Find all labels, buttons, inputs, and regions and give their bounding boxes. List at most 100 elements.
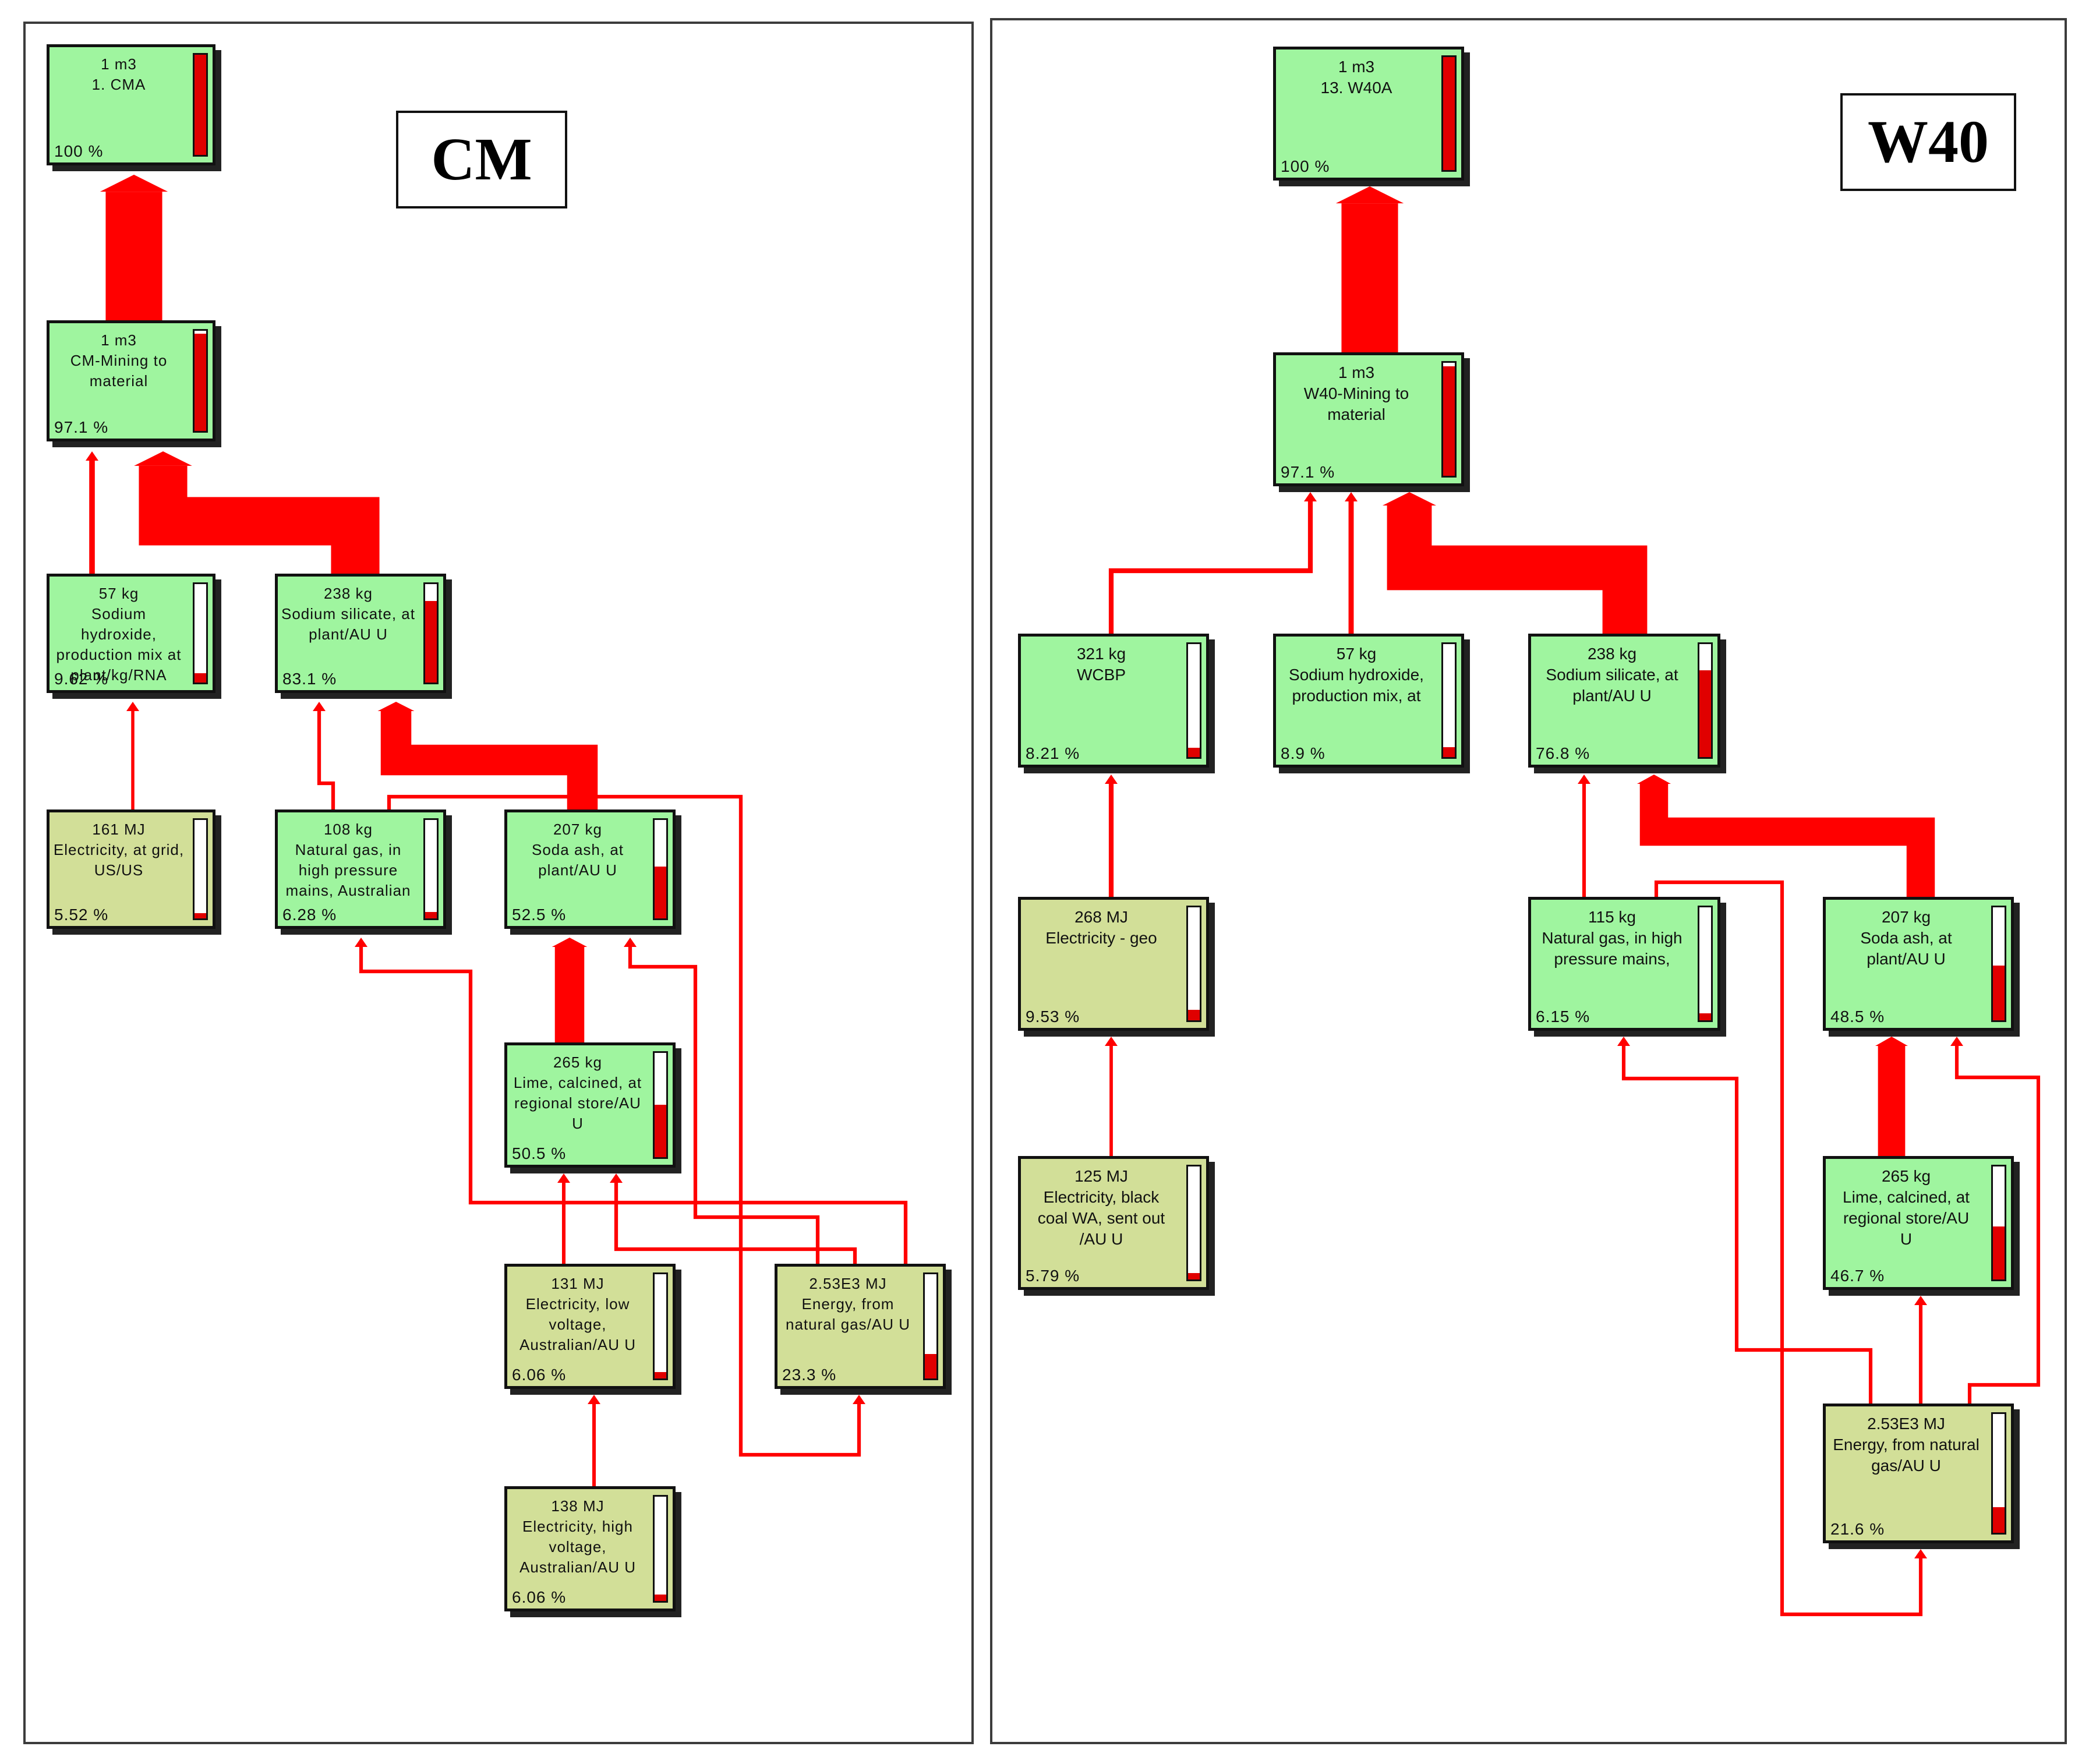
node-bar (1186, 906, 1201, 1022)
node-pct: 6.06 % (512, 1588, 567, 1606)
flow-arrowhead-w40-lime-to-soda (1875, 1037, 1908, 1046)
node-sodium-hydroxide-w40[interactable]: 57 kg Sodium hydroxide, production mix, … (1273, 634, 1464, 768)
node-bar-fill (1443, 57, 1455, 170)
node-qty: 2.53E3 MJ (809, 1275, 887, 1292)
node-qty: 108 kg (323, 821, 373, 838)
node-bar-fill (195, 334, 206, 431)
node-electricity-high-voltage[interactable]: 138 MJ Electricity, high voltage, Austra… (504, 1486, 676, 1611)
node-electricity-low-voltage[interactable]: 131 MJ Electricity, low voltage, Austral… (504, 1264, 676, 1389)
node-pct: 6.06 % (512, 1366, 567, 1384)
flow-arrowhead-w40-energy_ng-to-lime (1914, 1296, 1927, 1305)
node-bar-fill (925, 1354, 936, 1378)
flow-arrowhead-w40-elec_coal-to-elec_geo (1105, 1037, 1118, 1046)
node-qty: 138 MJ (551, 1497, 605, 1515)
node-name: 1. CMA (91, 76, 146, 93)
node-electricity-geo[interactable]: 268 MJ Electricity - geo 9.53 % (1018, 897, 1209, 1031)
node-sodium-hydroxide[interactable]: 57 kg Sodium hydroxide, production mix a… (47, 574, 215, 693)
flow-arrowhead-cm-elec_high-to-elec_low (588, 1395, 600, 1404)
flow-arrowhead-w40-wcbp-to-w40_mining (1304, 492, 1317, 501)
flow-arrowhead-w40-naoh-to-w40_mining (1345, 492, 1358, 501)
node-pct: 9.53 % (1026, 1008, 1080, 1026)
flow-line-cm-soda-to-silicate (380, 711, 598, 809)
node-bar (1441, 55, 1457, 172)
node-bar (653, 1495, 668, 1603)
node-qty: 161 MJ (92, 821, 146, 838)
node-bar (653, 818, 668, 920)
node-name: Electricity, low voltage, Australian/AU … (519, 1295, 636, 1353)
node-bar (1991, 1412, 2006, 1535)
node-bar (653, 1051, 668, 1159)
node-bar-fill (195, 913, 206, 918)
node-name: Energy, from natural gas/AU U (1833, 1436, 1980, 1475)
node-qty: 207 kg (1881, 908, 1931, 926)
node-qty: 265 kg (553, 1054, 603, 1071)
node-qty: 1 m3 (101, 55, 137, 73)
node-name: Sodium silicate, at plant/AU U (1546, 666, 1678, 705)
node-sodium-silicate-w40[interactable]: 238 kg Sodium silicate, at plant/AU U 76… (1528, 634, 1720, 768)
flow-arrowhead-cm-energy_ng-to-soda (624, 938, 637, 947)
node-name: Natural gas, in high pressure mains, Aus… (285, 841, 411, 899)
node-name: 13. W40A (1320, 79, 1392, 97)
node-w40-mining[interactable]: 1 m3 W40-Mining to material 97.1 % (1273, 352, 1464, 486)
node-energy-natural-gas-w40[interactable]: 2.53E3 MJ Energy, from natural gas/AU U … (1823, 1404, 2014, 1543)
flow-arrowhead-w40-soda-to-silicate (1636, 775, 1671, 784)
node-bar-fill (425, 912, 437, 918)
node-pct: 52.5 % (512, 906, 567, 924)
node-bar-fill (655, 867, 666, 918)
node-bar (1441, 361, 1457, 478)
node-pct: 8.9 % (1281, 744, 1325, 762)
node-name: W40-Mining to material (1303, 384, 1409, 423)
flow-line-w40-natgas-to-energy_ng (1654, 880, 1923, 1617)
node-name: Lime, calcined, at regional store/AU U (1843, 1188, 1970, 1248)
node-pct: 5.52 % (54, 906, 109, 924)
flow-arrowhead-w40-natgas-to-energy_ng (1914, 1549, 1927, 1558)
node-cma[interactable]: 1 m3 1. CMA 100 % (47, 44, 215, 165)
node-pct: 83.1 % (282, 670, 337, 688)
node-cm-mining[interactable]: 1 m3 CM-Mining to material 97.1 % (47, 320, 215, 441)
flow-line-w40-energy_ng-to-soda (1954, 1046, 2041, 1404)
flow-line-cm-natgas-to-energy_ng (387, 794, 861, 1457)
node-pct: 6.15 % (1536, 1008, 1590, 1026)
flow-arrowhead-cm-silicate-to-cm_mining (134, 451, 192, 466)
node-name: Soda ash, at plant/AU U (1860, 929, 1952, 968)
node-bar (923, 1272, 938, 1380)
node-pct: 5.79 % (1026, 1267, 1080, 1285)
node-lime-w40[interactable]: 265 kg Lime, calcined, at regional store… (1823, 1156, 2014, 1290)
node-bar-fill (1188, 748, 1200, 757)
node-name: Sodium hydroxide, production mix, at (1289, 666, 1424, 705)
node-bar (1698, 642, 1713, 759)
node-bar (1991, 906, 2006, 1022)
flow-line-cm-energy_ng-to-soda (628, 947, 820, 1264)
node-soda-ash-w40[interactable]: 207 kg Soda ash, at plant/AU U 48.5 % (1823, 897, 2014, 1031)
node-bar (193, 53, 208, 157)
flow-line-w40-soda-to-silicate (1639, 784, 1935, 897)
node-energy-natural-gas[interactable]: 2.53E3 MJ Energy, from natural gas/AU U … (775, 1264, 946, 1389)
node-pct: 9.62 % (54, 670, 109, 688)
flow-arrowhead-cm-natgas-to-silicate (313, 702, 326, 711)
node-electricity-black-coal[interactable]: 125 MJ Electricity, black coal WA, sent … (1018, 1156, 1209, 1290)
node-qty: 207 kg (553, 821, 603, 838)
node-natural-gas-w40[interactable]: 115 kg Natural gas, in high pressure mai… (1528, 897, 1720, 1031)
node-pct: 100 % (54, 142, 104, 160)
flow-line-cm-energy_ng-to-natgas (359, 947, 908, 1264)
node-lime[interactable]: 265 kg Lime, calcined, at regional store… (504, 1042, 676, 1168)
node-electricity-us[interactable]: 161 MJ Electricity, at grid, US/US 5.52 … (47, 809, 215, 929)
node-wcbp[interactable]: 321 kg WCBP 8.21 % (1018, 634, 1209, 768)
node-bar (193, 818, 208, 920)
flow-arrowhead-cm-natgas-to-energy_ng (853, 1395, 865, 1404)
node-bar (1186, 1165, 1201, 1281)
flow-arrowhead-w40-silicate-to-w40_mining (1382, 492, 1437, 506)
node-bar (1186, 642, 1201, 759)
node-qty: 238 kg (1587, 645, 1637, 663)
flow-arrowhead-cm-elec_us-to-naoh (126, 702, 139, 711)
node-w40a[interactable]: 1 m3 13. W40A 100 % (1273, 47, 1464, 181)
node-bar-fill (1993, 1226, 2005, 1279)
node-natural-gas[interactable]: 108 kg Natural gas, in high pressure mai… (275, 809, 446, 929)
flow-arrowhead-w40-energy_ng-to-natgas (1617, 1037, 1630, 1046)
node-soda-ash[interactable]: 207 kg Soda ash, at plant/AU U 52.5 % (504, 809, 676, 929)
node-name: Electricity, high voltage, Australian/AU… (519, 1518, 636, 1576)
node-name: Electricity, at grid, US/US (53, 841, 185, 879)
flow-arrowhead-cm-energy_ng-to-natgas (355, 938, 367, 947)
node-sodium-silicate[interactable]: 238 kg Sodium silicate, at plant/AU U 83… (275, 574, 446, 693)
